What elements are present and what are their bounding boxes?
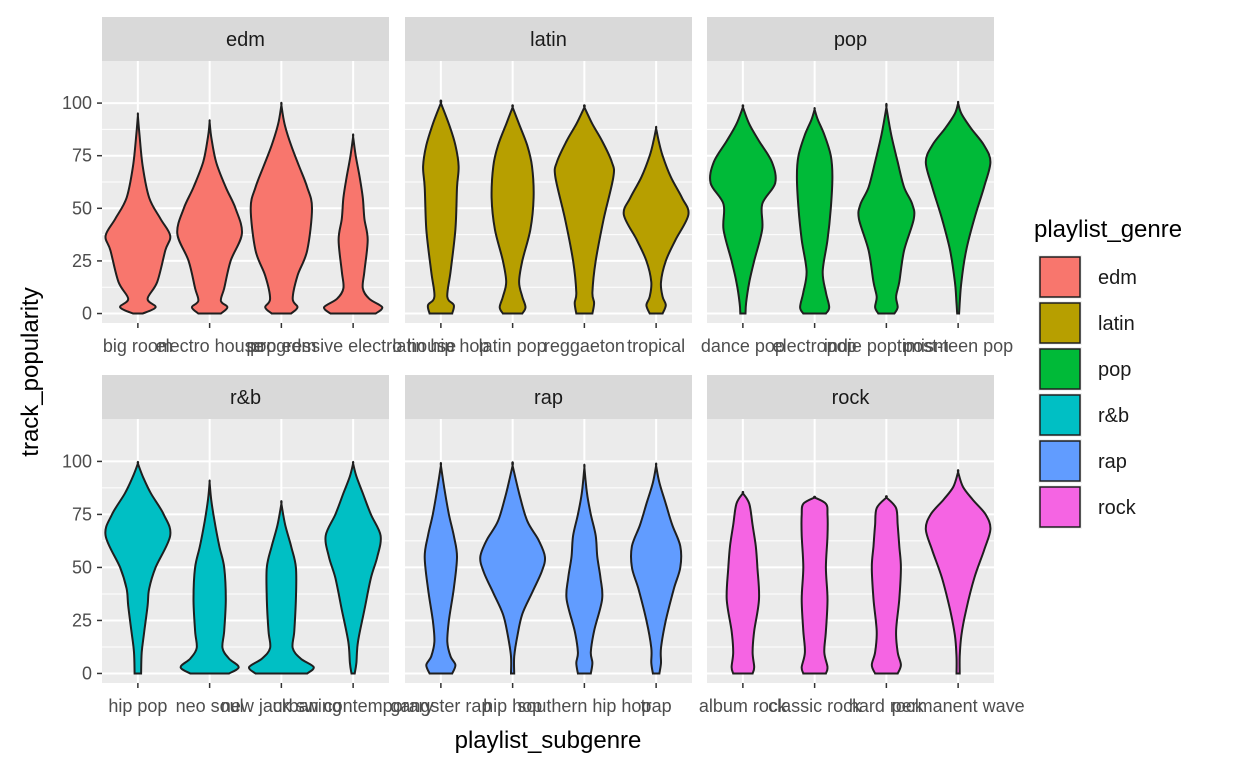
- legend-key-swatch: [1039, 394, 1081, 436]
- x-axis-title: playlist_subgenre: [455, 727, 642, 754]
- violin-hard-rock: [870, 495, 902, 675]
- x-tick-label: album rock: [699, 696, 788, 716]
- x-tick-label: reggaeton: [544, 336, 625, 356]
- facet-strip-label: r&b: [230, 387, 261, 409]
- y-tick-label: 100: [62, 451, 92, 471]
- y-tick-label: 25: [72, 251, 92, 271]
- violin-electro-house: [176, 119, 243, 315]
- legend-key-swatch: [1039, 486, 1081, 528]
- x-tick-label: latin pop: [479, 336, 547, 356]
- violin-urban-contemporary: [324, 460, 382, 675]
- violin-dance-pop: [709, 104, 777, 315]
- x-tick-label: pop edm: [246, 336, 316, 356]
- violin-indie-poptimism: [857, 102, 916, 315]
- facet-strip-label: rap: [534, 387, 563, 409]
- legend-label: r&b: [1098, 405, 1129, 427]
- violin-trap: [630, 462, 683, 675]
- x-tick-label: latin hip hop: [392, 336, 489, 356]
- violin-post-teen-pop: [924, 100, 992, 315]
- legend-label: pop: [1098, 359, 1131, 381]
- violin-latin-hip-hop: [422, 99, 460, 315]
- y-tick-label: 100: [62, 93, 92, 113]
- facet-strip-label: edm: [226, 29, 265, 51]
- violin-big-room: [104, 112, 172, 315]
- x-tick-label: electro house: [156, 336, 264, 356]
- x-tick-label: neo soul: [176, 696, 244, 716]
- facet-strip: [405, 375, 692, 419]
- violin-hip-hop: [479, 461, 547, 675]
- violin-gangster-rap: [423, 462, 459, 675]
- violin-permanent-wave: [924, 469, 992, 675]
- violin-neo-soul: [179, 479, 240, 675]
- violin-tropical: [622, 125, 690, 315]
- legend-label: edm: [1098, 267, 1137, 289]
- x-tick-label: trap: [641, 696, 672, 716]
- x-tick-label: post-teen pop: [903, 336, 1013, 356]
- x-tick-label: hip pop: [108, 696, 167, 716]
- x-tick-label: gangster rap: [390, 696, 491, 716]
- facet-strip: [102, 17, 389, 61]
- legend: edm latin pop r&b rap rock: [1038, 255, 1137, 529]
- x-tick-label: southern hip hop: [517, 696, 651, 716]
- legend-label: rap: [1098, 451, 1127, 473]
- x-tick-label: tropical: [627, 336, 685, 356]
- violin-pop-edm: [249, 101, 314, 315]
- facet-strip-label: latin: [530, 29, 567, 51]
- legend-key-swatch: [1039, 256, 1081, 298]
- legend-title: playlist_genre: [1034, 216, 1182, 243]
- legend-label: latin: [1098, 313, 1135, 335]
- violin-album-rock: [725, 490, 761, 675]
- y-tick-label: 0: [82, 663, 92, 683]
- legend-key-swatch: [1039, 440, 1081, 482]
- x-tick-label: big room: [103, 336, 173, 356]
- x-tick-label: progressive electro house: [250, 336, 456, 356]
- x-tick-label: electropop: [773, 336, 857, 356]
- facet-strip: [102, 375, 389, 419]
- y-axis-title: track_popularity: [17, 287, 44, 456]
- violin-new-jack-swing: [248, 500, 315, 675]
- x-tick-label: new jack swing: [221, 696, 342, 716]
- y-tick-label: 75: [72, 504, 92, 524]
- violin-hip-pop: [104, 460, 172, 675]
- x-tick-label: urban contemporary: [273, 696, 434, 716]
- x-tick-label: hip hop: [483, 696, 542, 716]
- legend-key-swatch: [1039, 302, 1081, 344]
- y-tick-label: 0: [82, 304, 92, 324]
- y-tick-label: 50: [72, 198, 92, 218]
- x-tick-label: permanent wave: [892, 696, 1025, 716]
- y-tick-label: 50: [72, 557, 92, 577]
- facet-strip-label: rock: [832, 387, 871, 409]
- x-tick-label: dance pop: [701, 336, 785, 356]
- x-tick-label: classic rock: [768, 696, 862, 716]
- y-tick-label: 25: [72, 610, 92, 630]
- violin-reggaeton: [553, 104, 616, 315]
- violin-classic-rock: [800, 495, 829, 675]
- facet-strip: [707, 375, 994, 419]
- x-tick-label: hard rock: [849, 696, 925, 716]
- facet-strip-label: pop: [834, 29, 867, 51]
- violin-progressive-electro-house: [323, 133, 384, 315]
- facet-strip: [707, 17, 994, 61]
- legend-key-swatch: [1039, 348, 1081, 390]
- violin-latin-pop: [490, 104, 535, 315]
- y-tick-label: 75: [72, 146, 92, 166]
- violin-electropop: [795, 107, 834, 315]
- legend-label: rock: [1098, 497, 1137, 519]
- facet-strip: [405, 17, 692, 61]
- x-tick-label: indie poptimism: [824, 336, 949, 356]
- violin-southern-hip-hop: [565, 463, 604, 675]
